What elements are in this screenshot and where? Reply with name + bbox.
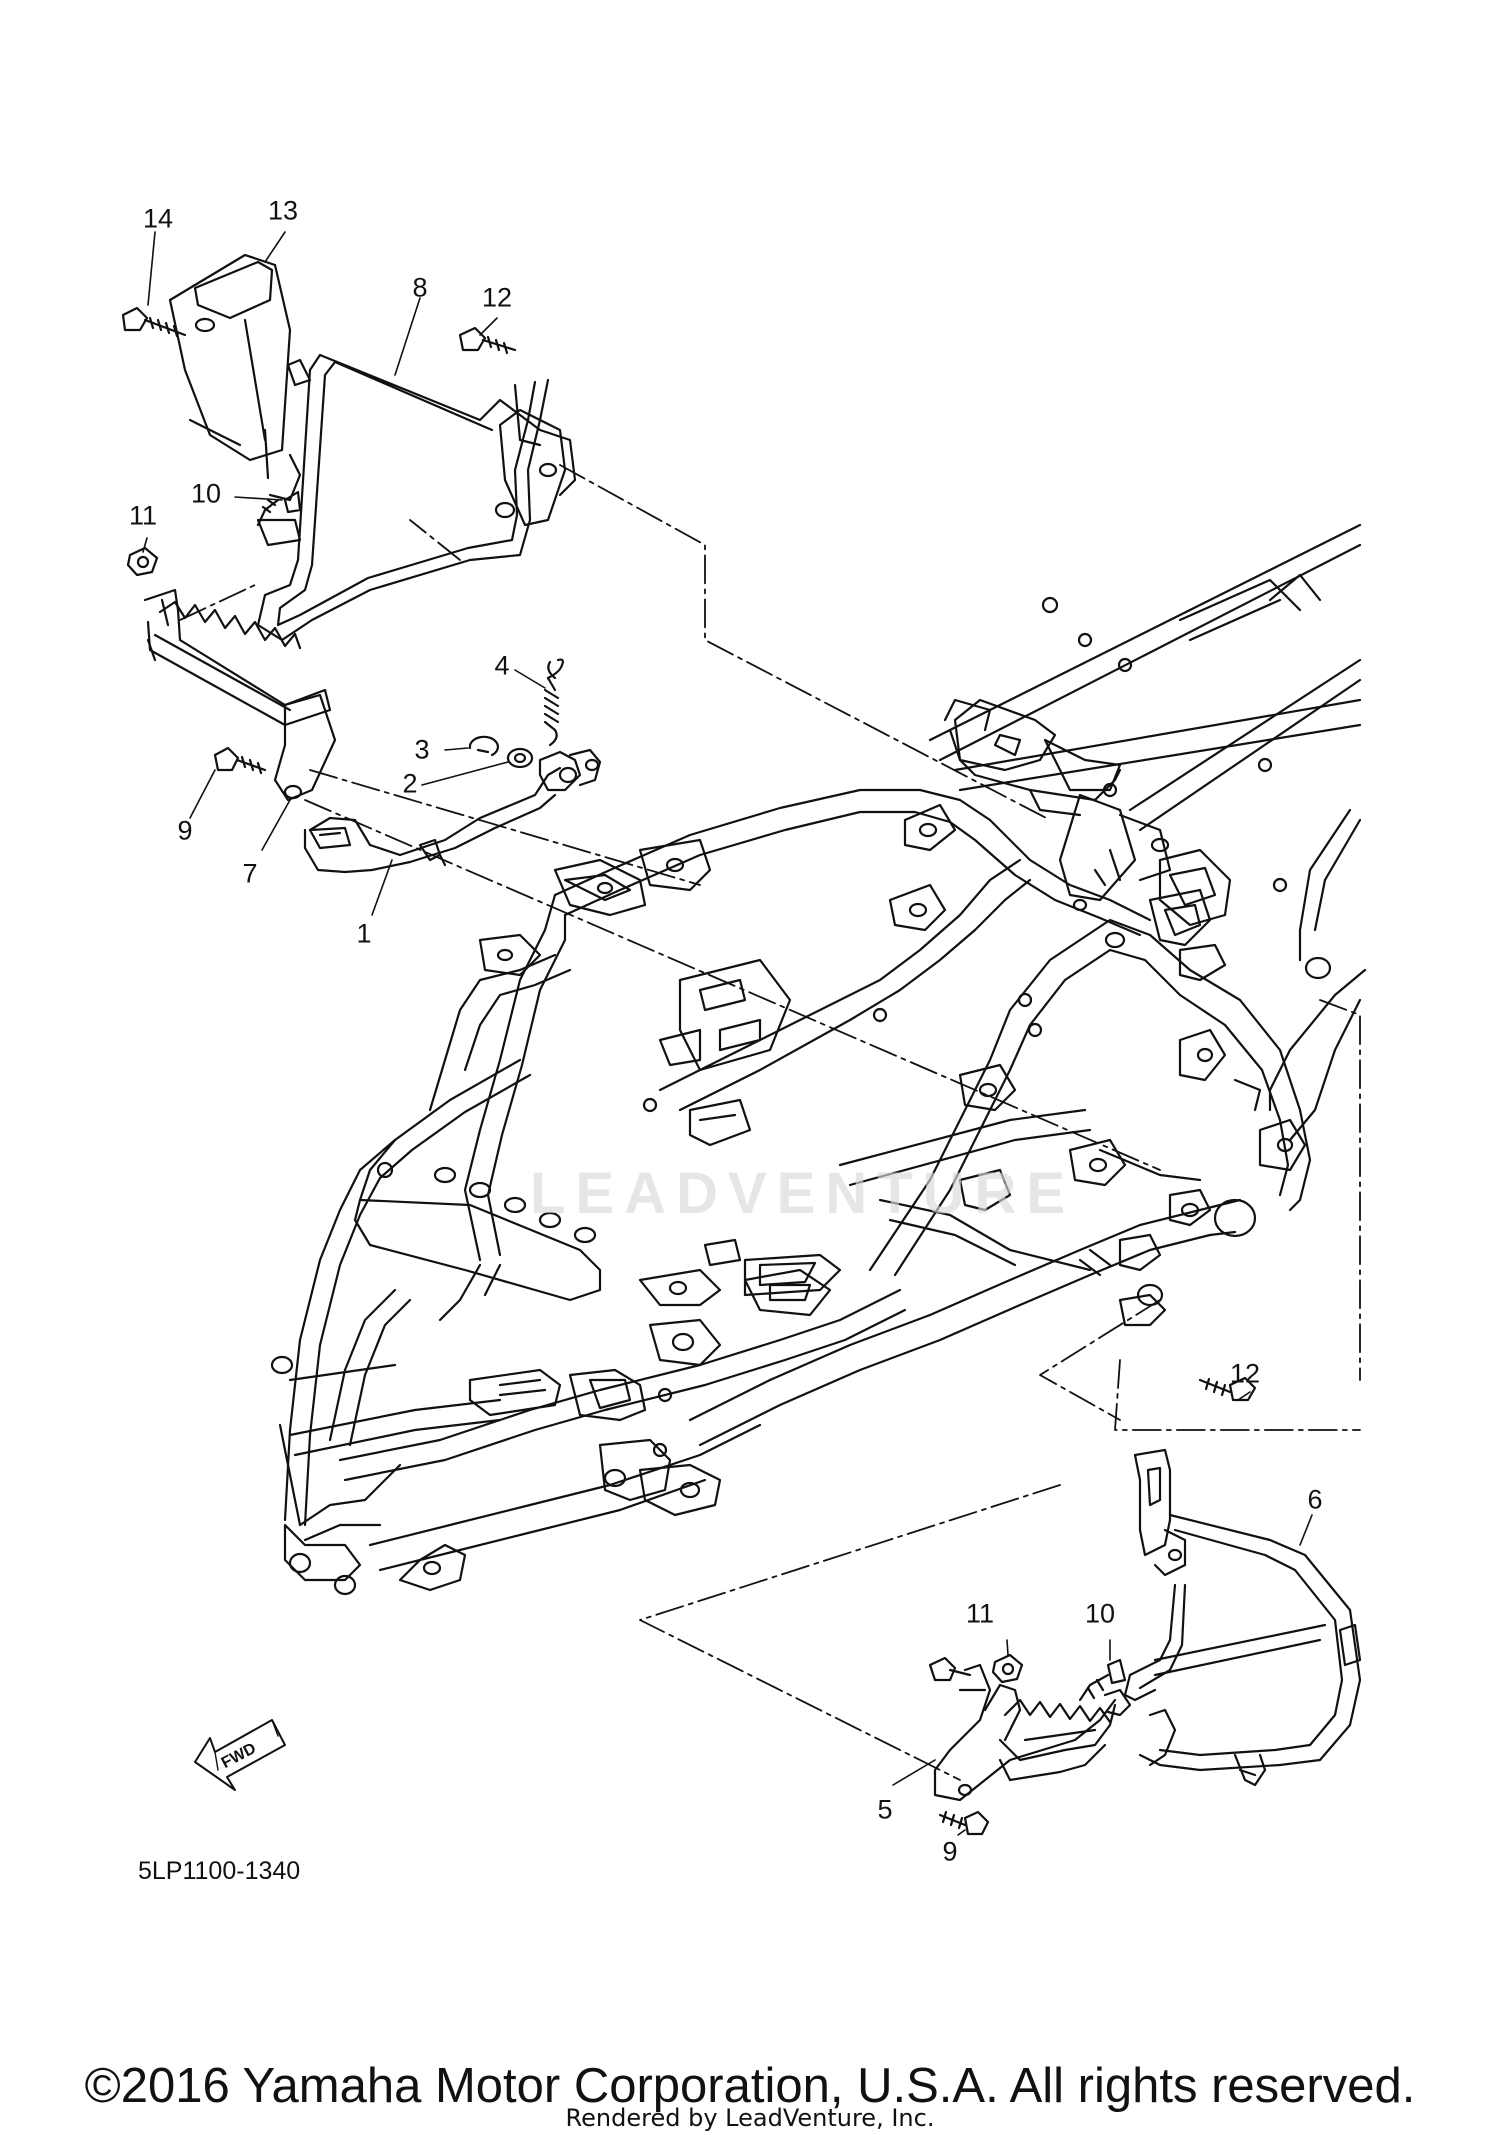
part-12a-bolt: [458, 326, 517, 355]
part-6-bracket: [1103, 1448, 1362, 1787]
part-12b-bolt: [1198, 1376, 1257, 1402]
callout-9: 9: [177, 815, 193, 846]
part-14-bolt: [121, 306, 187, 338]
watermark: LEADVENTURE: [530, 1161, 1076, 1226]
part-2-washer: [506, 747, 534, 769]
callout-12: 12: [481, 282, 513, 313]
callout-8: 8: [412, 272, 428, 303]
callout-9: 9: [942, 1836, 958, 1867]
fwd-label: FWD: [219, 1740, 259, 1772]
callout-12: 12: [1229, 1358, 1261, 1389]
frame: [270, 523, 1367, 1596]
callout-10: 10: [1084, 1598, 1116, 1629]
part-10b-bolt: [1078, 1658, 1127, 1702]
callout-1: 1: [356, 918, 372, 949]
reference-lines: [179, 464, 1361, 1781]
rendered-by-credit: Rendered by LeadVenture, Inc.: [565, 2104, 935, 2132]
callout-4: 4: [494, 650, 510, 681]
diagram-code: 5LP1100-1340: [138, 1857, 301, 1885]
copyright-notice: ©2016 Yamaha Motor Corporation, U.S.A. A…: [84, 2059, 1416, 2113]
callout-14: 14: [142, 203, 174, 234]
callout-3: 3: [414, 734, 430, 765]
part-11a-nut: [126, 546, 159, 577]
callout-2: 2: [402, 768, 418, 799]
part-3-clip: [468, 735, 499, 757]
part-11b-nut: [991, 1653, 1024, 1684]
fwd-arrow: [194, 1719, 286, 1791]
part-5-footpeg: [928, 1656, 1117, 1802]
callout-13: 13: [267, 195, 299, 226]
callout-10: 10: [190, 478, 222, 509]
part-9b-bolt: [938, 1810, 990, 1836]
callout-7: 7: [242, 858, 258, 889]
part-13-heel-guard: [168, 253, 292, 462]
leader-lines: [142, 231, 1313, 1836]
part-7-footpeg: [143, 588, 337, 802]
part-8-bracket: [256, 353, 577, 642]
callout-6: 6: [1307, 1484, 1323, 1515]
part-10a-bolt: [256, 490, 302, 527]
callout-5: 5: [877, 1794, 893, 1825]
callout-11: 11: [128, 500, 158, 531]
part-4-spring: [543, 658, 564, 747]
part-1-brake-pedal: [303, 748, 602, 874]
callout-11: 11: [965, 1598, 995, 1629]
part-9a-bolt: [213, 746, 267, 775]
